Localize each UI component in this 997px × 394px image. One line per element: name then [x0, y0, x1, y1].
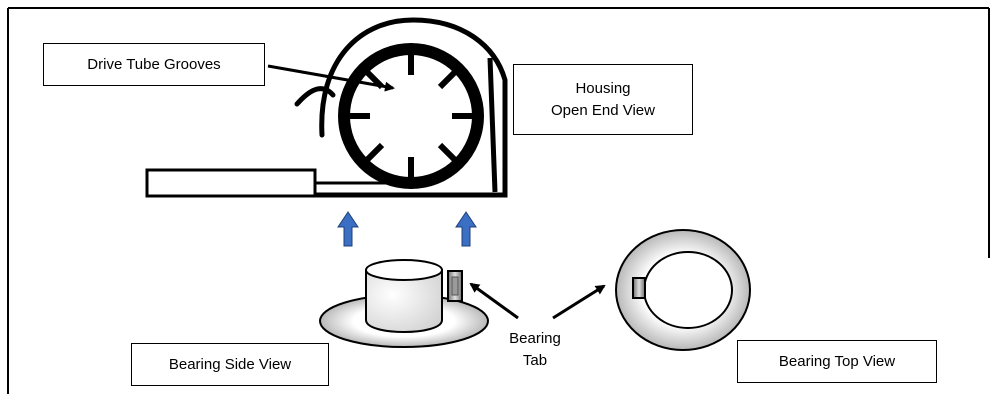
bearing-tab-text-line2: Tab	[522, 352, 548, 369]
label-bearing-tab: Bearing Tab	[490, 328, 580, 372]
blue-up-arrow-icon	[455, 211, 477, 247]
blue-up-arrow-icon	[337, 211, 359, 247]
drive-tube-grooves-text: Drive Tube Grooves	[87, 55, 221, 73]
bearing-top-view-text: Bearing Top View	[778, 352, 896, 370]
label-drive-tube-grooves: Drive Tube Grooves	[43, 43, 265, 86]
housing-text-line1: Housing	[575, 79, 631, 97]
label-bearing-top-view: Bearing Top View	[737, 340, 937, 383]
label-bearing-side-view: Bearing Side View	[131, 343, 329, 386]
housing-open-end-view	[145, 17, 508, 198]
label-housing-open-end-view: Housing Open End View	[513, 64, 693, 135]
bearing-tab-top	[632, 277, 646, 299]
black-arrow-icon	[469, 282, 519, 320]
drive-tube-grooves	[344, 49, 478, 183]
bearing-top-view	[615, 229, 751, 351]
grooves-pointer	[267, 64, 395, 92]
bearing-side-view	[319, 259, 489, 348]
bearing-tab-text-line1: Bearing	[509, 330, 561, 347]
housing-handle	[145, 168, 317, 198]
outer-frame	[7, 7, 990, 394]
housing-text-line2: Open End View	[551, 101, 655, 119]
bearing-side-view-text: Bearing Side View	[168, 355, 292, 373]
black-arrow-icon	[552, 284, 606, 320]
